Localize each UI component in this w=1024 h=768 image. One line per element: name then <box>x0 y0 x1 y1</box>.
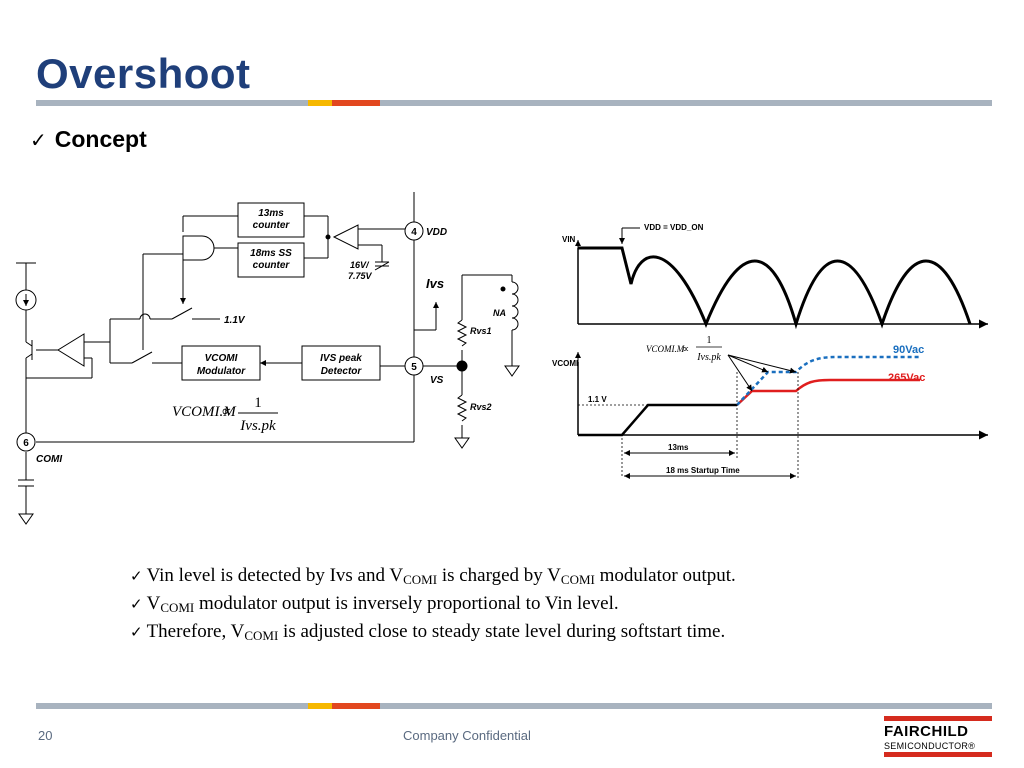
slide-title: Overshoot <box>36 50 251 97</box>
logo-wordmark: FAIRCHILD <box>884 723 969 740</box>
auxiliary-winding <box>511 281 519 331</box>
checkmark-icon: ✓ <box>30 128 47 152</box>
vin-axis-label: VIN <box>562 235 576 244</box>
formula-denominator: Ivs.pk <box>239 418 276 434</box>
bullet-subscript: COMI <box>560 572 595 587</box>
pin-5 <box>404 356 424 376</box>
timing-formula-lhs: VCOMI.M <box>646 344 685 354</box>
ground-icon <box>504 365 520 377</box>
counter-13ms-box <box>237 202 305 238</box>
bullet-text: modulator output is inversely proportion… <box>194 593 619 614</box>
rvs2-resistor <box>456 394 468 422</box>
bullet-subscript: COMI <box>160 600 195 615</box>
counter-18ms-label: counter <box>253 260 291 271</box>
detector-label: IVS peak <box>320 353 362 364</box>
counter-13ms-label: counter <box>253 220 291 231</box>
bullet-item: ✓Vin level is detected by Ivs and VCOMI … <box>130 562 736 590</box>
comi-label: COMI <box>36 454 62 465</box>
timing-formula-numerator: 1 <box>707 335 712 346</box>
bullet-text: is charged by V <box>437 565 561 586</box>
bullet-subscript: COMI <box>244 628 279 643</box>
na-label: NA <box>493 308 506 318</box>
ground-icon <box>18 513 34 525</box>
bullet-list: ✓Vin level is detected by Ivs and VCOMI … <box>130 562 736 646</box>
company-logo: FAIRCHILD SEMICONDUCTOR® <box>884 716 994 757</box>
pin-4 <box>404 221 424 241</box>
bullet-text: Therefore, V <box>146 621 245 642</box>
logo-subtitle: SEMICONDUCTOR® <box>884 741 976 751</box>
vs-label: VS <box>430 375 444 386</box>
formula-numerator: 1 <box>254 395 262 411</box>
detector-label: Detector <box>321 366 363 377</box>
timing-diagram <box>575 227 988 479</box>
footer-confidential: Company Confidential <box>403 728 531 743</box>
section-heading: ✓ Concept <box>30 126 147 153</box>
vcomi-ramp <box>578 403 737 437</box>
modulator-label: VCOMI <box>205 353 238 364</box>
rvs2-label: Rvs2 <box>470 402 492 412</box>
vcomi-level-label: 1.1 V <box>588 395 607 404</box>
page-number: 20 <box>38 728 53 743</box>
uvlo-label: 16V/ <box>350 260 370 270</box>
ground-icon <box>454 437 470 449</box>
bullet-text: modulator output. <box>594 565 736 586</box>
circuit-diagram <box>15 192 520 525</box>
series-265vac <box>736 378 920 406</box>
bullet-text: is adjusted close to steady state level … <box>278 621 726 642</box>
rvs1-resistor <box>456 319 468 347</box>
logo-bar-top <box>884 716 992 721</box>
checkmark-icon: ✓ <box>130 595 143 613</box>
legend-90vac: 90Vac <box>893 344 924 356</box>
span-13ms-label: 13ms <box>668 443 689 452</box>
footer-divider <box>36 703 992 709</box>
modulator-label: Modulator <box>197 366 246 377</box>
and-gate <box>182 235 215 261</box>
checkmark-icon: ✓ <box>130 623 143 641</box>
logo-bar-bottom <box>884 752 992 757</box>
pin-6 <box>16 432 36 452</box>
ivs-label: Ivs <box>426 276 444 291</box>
pin-5-number: 5 <box>411 362 417 373</box>
legend-265vac: 265Vac <box>888 372 925 384</box>
uvlo-label: 7.75V <box>348 271 373 281</box>
title-divider <box>36 100 992 106</box>
bullet-text: Vin level is detected by Ivs and V <box>146 565 404 586</box>
bullet-item: ✓VCOMI modulator output is inversely pro… <box>130 590 736 618</box>
bullet-item: ✓Therefore, VCOMI is adjusted close to s… <box>130 618 736 646</box>
counter-18ms-box <box>237 242 305 278</box>
vin-waveform <box>578 246 972 330</box>
clamp-voltage-label: 1.1V <box>224 315 246 326</box>
section-heading-text: Concept <box>54 126 147 152</box>
checkmark-icon: ✓ <box>130 567 143 585</box>
pin-6-number: 6 <box>23 438 29 449</box>
counter-13ms-label: 13ms <box>258 208 284 219</box>
rvs1-label: Rvs1 <box>470 326 492 336</box>
vdd-on-label: VDD = VDD_ON <box>644 223 704 232</box>
span-18ms-label: 18 ms Startup Time <box>666 466 740 475</box>
proportional-symbol: ∝ <box>221 404 232 420</box>
formula-lhs: VCOMI.M <box>172 404 237 420</box>
bullet-subscript: COMI <box>403 572 438 587</box>
counter-18ms-label: 18ms SS <box>250 248 292 259</box>
series-90vac <box>736 355 920 406</box>
op-amp <box>57 333 85 367</box>
uvlo-comparator <box>332 224 359 250</box>
timing-formula-denominator: Ivs.pk <box>696 352 721 363</box>
bullet-text: V <box>146 593 161 614</box>
pin-4-number: 4 <box>411 227 417 238</box>
vdd-label: VDD <box>426 227 447 238</box>
timing-proportional-symbol: ∝ <box>682 344 689 355</box>
vcomi-axis-label: VCOMI <box>552 359 578 368</box>
